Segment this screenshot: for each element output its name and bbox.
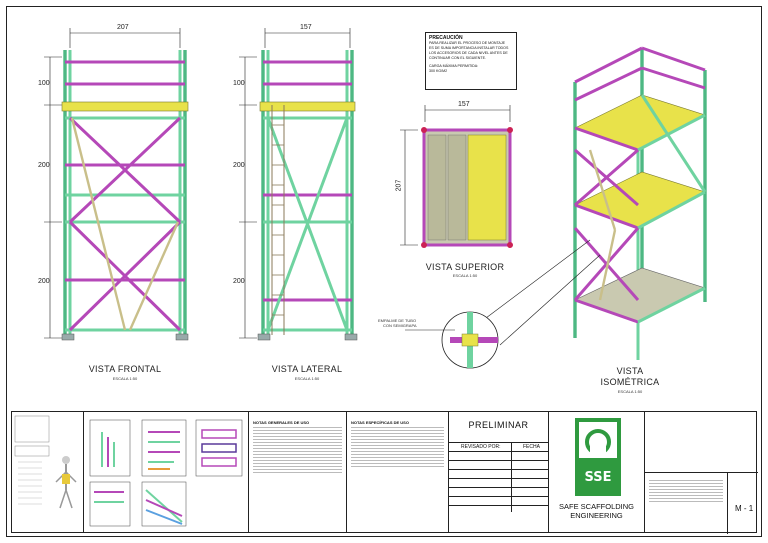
components-legend-graphic bbox=[89, 419, 243, 527]
tube-joint-detail bbox=[441, 311, 499, 369]
revision-panel: PRELIMINAR REVISADO POR: FECHA bbox=[449, 412, 549, 532]
caution-title: PRECAUCIÓN bbox=[429, 35, 463, 41]
caution-note: PRECAUCIÓN PARA REALIZAR EL PROCESO DE M… bbox=[425, 32, 517, 90]
lateral-width-dim: 157 bbox=[300, 24, 312, 31]
drawing-border bbox=[6, 6, 762, 537]
caution-line-6: 300 KG/M2 bbox=[429, 69, 448, 73]
top-view-scale: ESCALA 1:50 bbox=[452, 273, 478, 278]
top-depth-dim: 207 bbox=[395, 179, 403, 192]
lateral-view-title: VISTA LATERAL bbox=[271, 364, 343, 374]
components-legend bbox=[84, 412, 249, 532]
safety-figure-icon bbox=[14, 415, 77, 509]
caution-line-1: PARA REALIZAR EL PROCESO DE MONTAJE bbox=[429, 41, 506, 45]
caution-line-5: CARGA MÁXIMA PERMITIDA: bbox=[429, 64, 479, 68]
general-notes: NOTAS GENERALES DE USO bbox=[249, 412, 347, 532]
general-notes-title: NOTAS GENERALES DE USO bbox=[253, 420, 310, 425]
iso-view-title-2: ISOMÉTRICA bbox=[600, 377, 660, 387]
date-label: FECHA bbox=[523, 444, 540, 450]
front-view-title: VISTA FRONTAL bbox=[88, 364, 162, 374]
sse-logo-text: SSE bbox=[584, 470, 612, 485]
front-height-top-dim: 100 bbox=[38, 80, 50, 87]
top-view bbox=[400, 105, 513, 248]
lateral-height-top-dim: 100 bbox=[233, 80, 245, 87]
iso-view-title-1: VISTA bbox=[616, 366, 644, 376]
isometric-view bbox=[469, 46, 707, 360]
sheet-number: M - 1 bbox=[735, 504, 754, 513]
caution-line-3: LOS ACCESORIOS DE CADA NIVEL ANTES DE bbox=[429, 51, 508, 55]
lateral-height-low-dim: 200 bbox=[233, 278, 245, 285]
sse-logo-icon bbox=[575, 418, 621, 496]
revised-by-label: REVISADO POR: bbox=[461, 444, 501, 450]
lateral-view bbox=[239, 28, 358, 341]
front-view-scale: ESCALA 1:50 bbox=[112, 376, 138, 381]
caution-line-4: CONTINUAR CON EL SIGUIENTE. bbox=[429, 56, 486, 60]
iso-view-scale: ESCALA 1:50 bbox=[617, 389, 643, 394]
sheet-notes bbox=[649, 478, 723, 504]
safety-panel bbox=[12, 412, 84, 532]
title-block: NOTAS GENERALES DE USO NOTAS ESPECÍFICAS… bbox=[11, 411, 758, 534]
front-view bbox=[44, 28, 189, 341]
specific-notes: NOTAS ESPECÍFICAS DE USO bbox=[347, 412, 449, 532]
lateral-view-scale: ESCALA 1:50 bbox=[294, 376, 320, 381]
sheet-info-panel: M - 1 bbox=[645, 412, 758, 534]
top-width-dim: 157 bbox=[458, 101, 470, 108]
top-view-title: VISTA SUPERIOR bbox=[425, 262, 505, 272]
front-width-dim: 207 bbox=[117, 24, 129, 31]
specific-notes-title: NOTAS ESPECÍFICAS DE USO bbox=[351, 420, 409, 425]
joint-callout-1: EMPALME DE TUBO bbox=[378, 318, 417, 323]
company-name-line-1: SAFE SCAFFOLDING bbox=[558, 502, 634, 511]
front-height-low-dim: 200 bbox=[38, 278, 50, 285]
company-name-line-2: ENGINEERING bbox=[570, 511, 623, 520]
caution-line-2: ES DE SUMA IMPORTANCIA INSTALAR TODOS bbox=[429, 46, 509, 50]
joint-callout-2: CON SEMIGRAPA bbox=[383, 323, 417, 328]
lateral-height-mid-dim: 200 bbox=[233, 162, 245, 169]
company-panel: SSE SAFE SCAFFOLDING ENGINEERING bbox=[549, 412, 645, 532]
status-label: PRELIMINAR bbox=[468, 420, 529, 430]
front-height-mid-dim: 200 bbox=[38, 162, 50, 169]
